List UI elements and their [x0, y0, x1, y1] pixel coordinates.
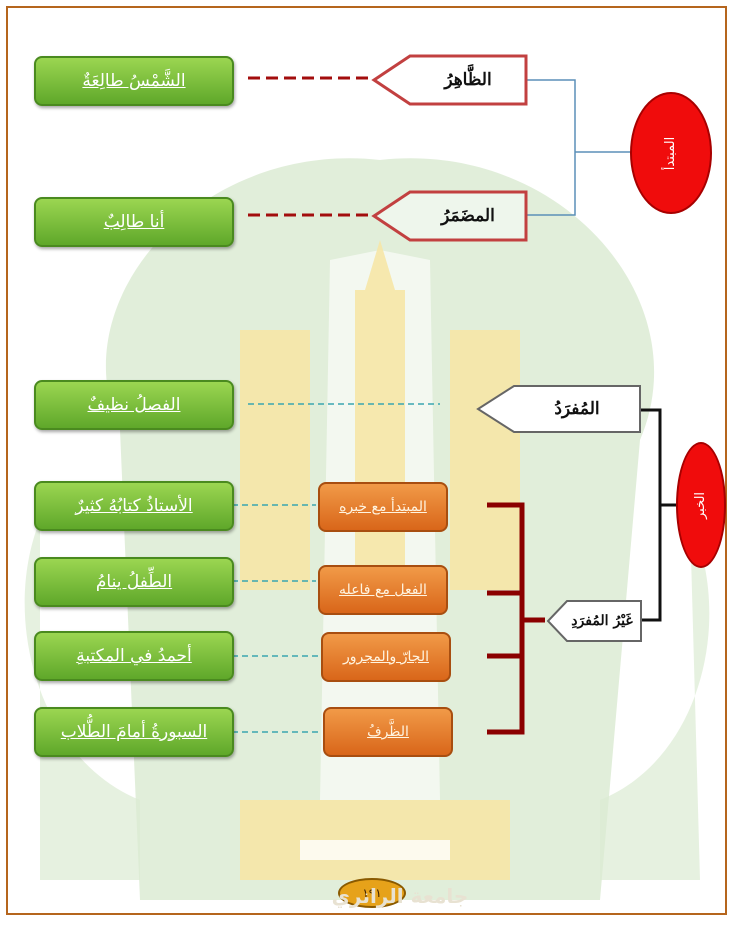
- page-frame: [6, 6, 727, 915]
- category-shape-1: [371, 54, 528, 106]
- watermark-text: جامعة الرانري: [331, 884, 469, 908]
- page-number: ١٩١: [338, 878, 406, 908]
- category-label-4: غَيْرُ المُفرَدِ: [571, 613, 633, 629]
- example-text: الطِّفلُ ينامُ: [95, 572, 173, 592]
- subtype-label: الظَّرفُ: [367, 724, 409, 740]
- example-box-single: الفصلُ نظيفٌ: [34, 380, 234, 430]
- example-box-sub-1: الأستاذُ كتابُهُ كثيرٌ: [34, 481, 234, 531]
- subtype-box-1: المبتدأ مع خبره: [318, 482, 448, 532]
- bottom-bracket: [640, 408, 662, 622]
- page-number-text: ١٩١: [362, 886, 382, 900]
- example-text: أنا طالِبٌ: [103, 212, 165, 232]
- example-text: السبورةُ أمامَ الطُّلاب: [60, 722, 208, 742]
- example-box-sub-3: أحمدُ في المكتبةِ: [34, 631, 234, 681]
- red-bracket: [487, 502, 525, 735]
- subtype-box-2: الفعل مع فاعله: [318, 565, 448, 615]
- example-box-1: الشَّمْسُ طالِعَةٌ: [34, 56, 234, 106]
- category-shape-2: [371, 190, 528, 242]
- category-label-2: المضَمَرُ: [441, 206, 495, 226]
- subtype-label: الجارّ والمجرور: [343, 649, 429, 665]
- subtype-label: الفعل مع فاعله: [339, 582, 427, 598]
- subtype-box-3: الجارّ والمجرور: [321, 632, 451, 682]
- top-bracket: [525, 79, 576, 216]
- topic-oval-1: المبتدأ: [630, 92, 712, 214]
- topic-label: المبتدأ: [663, 136, 679, 170]
- example-box-sub-4: السبورةُ أمامَ الطُّلاب: [34, 707, 234, 757]
- topic-label: الخبر: [693, 491, 709, 519]
- example-text: الشَّمْسُ طالِعَةٌ: [82, 71, 186, 91]
- subtype-label: المبتدأ مع خبره: [339, 499, 427, 515]
- example-text: أحمدُ في المكتبةِ: [76, 646, 192, 666]
- category-shape-3: [476, 385, 641, 433]
- subtype-box-4: الظَّرفُ: [323, 707, 453, 757]
- category-label-3: المُفرَدُ: [554, 399, 600, 419]
- example-box-2: أنا طالِبٌ: [34, 197, 234, 247]
- category-label-1: الظَّاهِرُ: [444, 70, 492, 90]
- example-text: الفصلُ نظيفٌ: [87, 395, 181, 415]
- category-shape-4: [546, 600, 642, 642]
- example-box-sub-2: الطِّفلُ ينامُ: [34, 557, 234, 607]
- example-text: الأستاذُ كتابُهُ كثيرٌ: [75, 496, 193, 516]
- topic-oval-2: الخبر: [676, 442, 726, 568]
